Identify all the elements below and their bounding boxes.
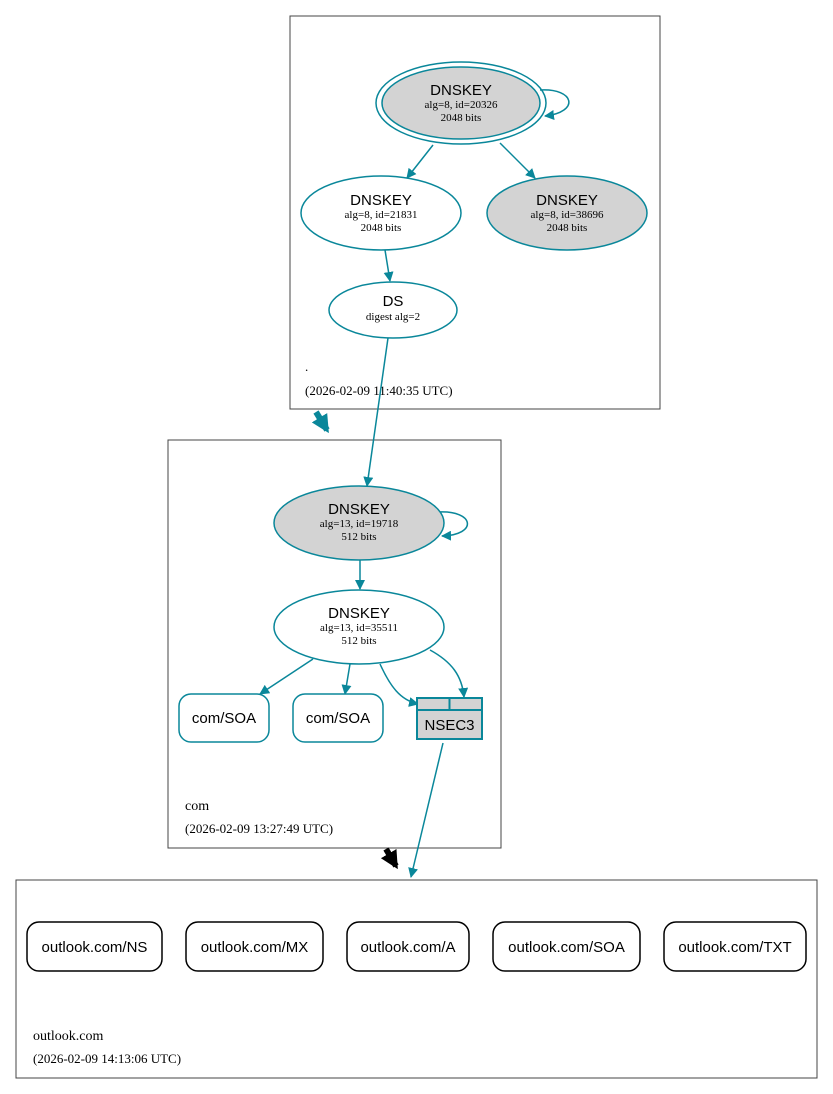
node-root-zsk1-line1: alg=8, id=21831 (345, 209, 418, 221)
edge-com-zsk-to-nsec3-a (379, 663, 419, 707)
node-com-zsk-line1: alg=13, id=35511 (320, 622, 398, 634)
node-outlook-ns[interactable]: outlook.com/NS (26, 921, 163, 972)
zone-root-box (289, 15, 661, 410)
node-outlook-soa[interactable]: outlook.com/SOA (492, 921, 641, 972)
zone-outlook-timestamp: (2026-02-09 14:13:06 UTC) (33, 1051, 181, 1066)
zone-root-timestamp: (2026-02-09 11:40:35 UTC) (305, 383, 453, 398)
node-com-zsk-line2: 512 bits (341, 635, 376, 647)
node-root-ds-line1: digest alg=2 (366, 311, 420, 323)
node-root-zsk1-line2: 2048 bits (361, 222, 402, 234)
edge-com-zsk-to-nsec3-b (429, 649, 469, 698)
zone-com-box (167, 439, 502, 849)
node-root-ksk[interactable]: DNSKEY alg=8, id=20326 2048 bits (375, 61, 547, 145)
edge-delegation-root-to-com (311, 410, 330, 434)
edge-com-zsk-to-soa2 (341, 663, 352, 695)
zone-outlook-box (15, 879, 818, 1079)
node-root-ksk-line1: alg=8, id=20326 (425, 99, 498, 111)
node-outlook-mx-label: outlook.com/MX (201, 939, 309, 956)
node-com-nsec3-label: NSEC3 (424, 717, 474, 734)
node-com-soa-1[interactable]: com/SOA (178, 693, 270, 743)
node-outlook-a[interactable]: outlook.com/A (346, 921, 470, 972)
zone-outlook-name: outlook.com (33, 1029, 103, 1044)
node-outlook-ns-label: outlook.com/NS (42, 939, 148, 956)
node-outlook-a-label: outlook.com/A (360, 939, 455, 956)
node-root-zsk1-title: DNSKEY (350, 192, 412, 209)
node-com-nsec3[interactable]: NSEC3 (416, 697, 483, 740)
edge-ds-to-com-ksk (363, 337, 389, 487)
node-root-ksk-title: DNSKEY (430, 82, 492, 99)
node-com-zsk-title: DNSKEY (328, 605, 390, 622)
node-outlook-txt-label: outlook.com/TXT (678, 939, 791, 956)
node-com-zsk[interactable]: DNSKEY alg=13, id=35511 512 bits (273, 589, 445, 665)
node-com-ksk-title: DNSKEY (328, 501, 390, 518)
edge-com-zsk-to-soa1 (259, 658, 314, 695)
node-com-ksk-line1: alg=13, id=19718 (320, 518, 399, 530)
zone-root-name: . (305, 359, 308, 374)
node-com-soa-2[interactable]: com/SOA (292, 693, 384, 743)
node-outlook-txt[interactable]: outlook.com/TXT (663, 921, 807, 972)
edge-root-ksk-to-zsk1 (406, 144, 434, 179)
node-com-soa-2-label: com/SOA (306, 710, 370, 727)
zone-com-name: com (185, 799, 209, 814)
node-root-zsk1[interactable]: DNSKEY alg=8, id=21831 2048 bits (300, 175, 462, 251)
node-com-soa-1-label: com/SOA (192, 710, 256, 727)
edge-nsec3-to-outlook (408, 742, 444, 878)
node-root-zsk2-line1: alg=8, id=38696 (531, 209, 604, 221)
edge-root-ksk-to-zsk2 (499, 142, 536, 179)
node-root-ds[interactable]: DS digest alg=2 (328, 281, 458, 339)
node-root-ds-title: DS (383, 293, 404, 310)
node-com-ksk-line2: 512 bits (341, 531, 376, 543)
edge-com-ksk-self (437, 511, 469, 541)
node-root-ksk-line2: 2048 bits (441, 112, 482, 124)
node-outlook-mx[interactable]: outlook.com/MX (185, 921, 324, 972)
edge-root-ksk-self (539, 89, 570, 120)
edge-delegation-com-to-outlook (380, 847, 399, 870)
zone-com-timestamp: (2026-02-09 13:27:49 UTC) (185, 821, 333, 836)
node-root-zsk2[interactable]: DNSKEY alg=8, id=38696 2048 bits (486, 175, 648, 251)
node-com-ksk[interactable]: DNSKEY alg=13, id=19718 512 bits (273, 485, 445, 561)
node-root-zsk2-title: DNSKEY (536, 192, 598, 209)
edge-root-zsk1-to-ds (383, 249, 394, 282)
node-root-zsk2-line2: 2048 bits (547, 222, 588, 234)
node-outlook-soa-label: outlook.com/SOA (508, 939, 625, 956)
